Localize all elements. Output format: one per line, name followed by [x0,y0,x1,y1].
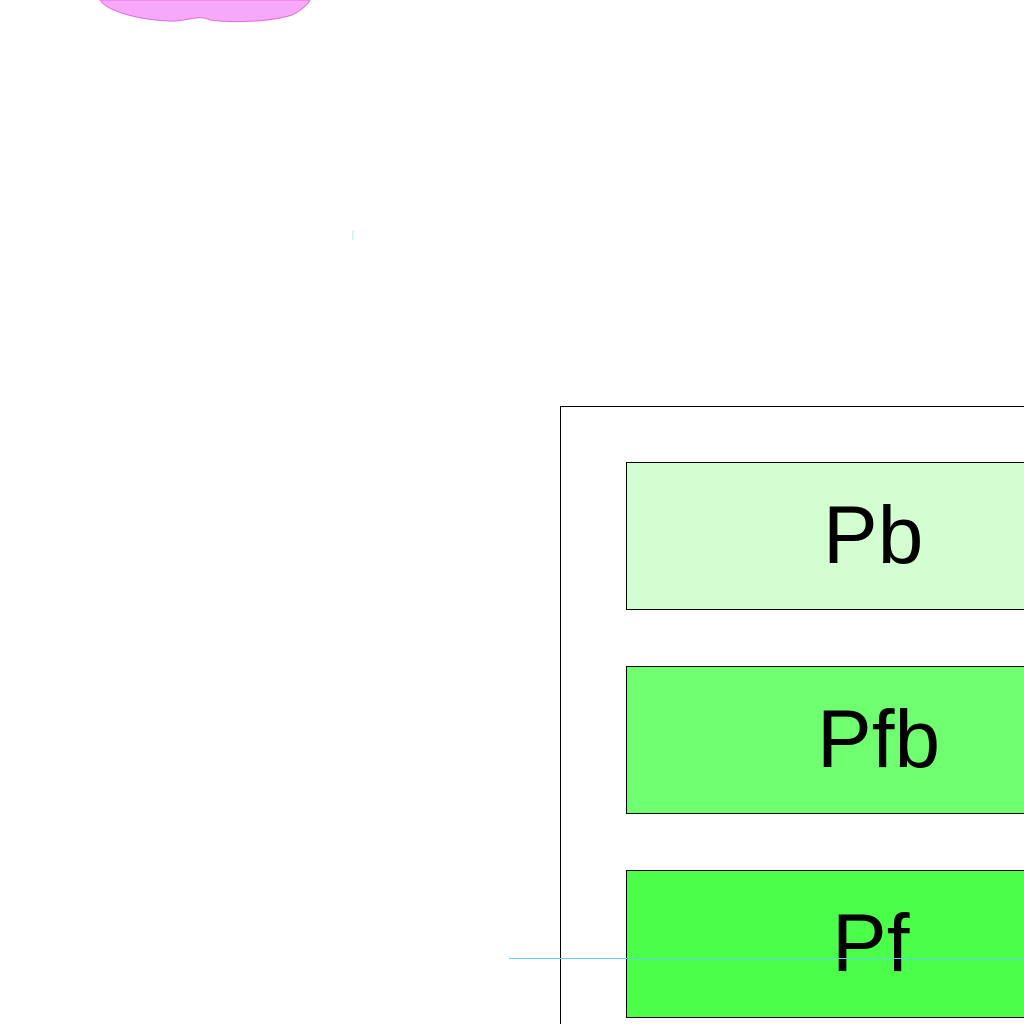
cyan-speck [352,230,354,240]
box-pfb-label: Pfb [817,694,941,785]
pink-blob-shape [99,0,311,23]
box-pb: Pb [626,462,1024,610]
pink-blob-path [99,0,311,23]
box-pfb: Pfb [626,666,1024,814]
cyan-guide-line [509,958,1024,959]
box-pf: Pf [626,870,1024,1018]
box-pb-label: Pb [823,490,924,581]
box-pf-label: Pf [832,898,910,989]
